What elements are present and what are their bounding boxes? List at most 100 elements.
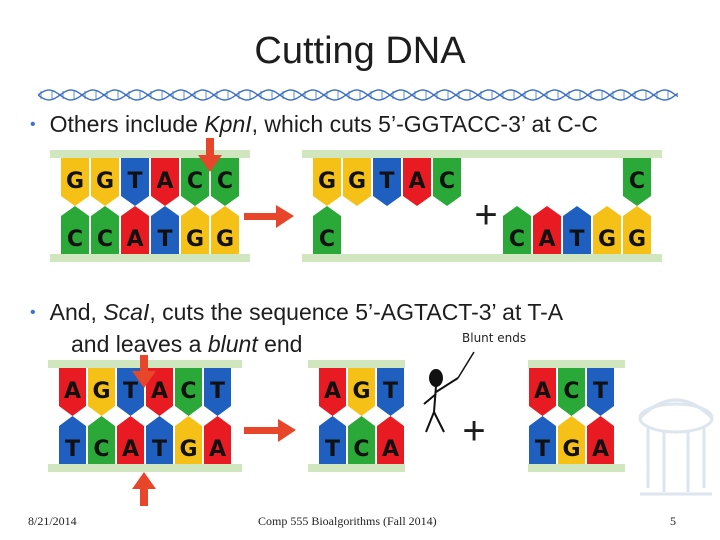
base-letter: T <box>127 169 142 194</box>
base-letter: C <box>187 169 203 194</box>
dna-backbone <box>472 254 662 262</box>
base-block-c <box>61 206 89 254</box>
base-letter: G <box>562 437 580 462</box>
base-block-a <box>121 206 149 254</box>
base-letter: G <box>352 379 370 404</box>
base-letter: G <box>318 169 336 194</box>
base-block-t <box>59 416 86 464</box>
base-letter: C <box>67 227 83 252</box>
base-letter: C <box>97 227 113 252</box>
base-block-a <box>117 416 144 464</box>
base-letter: A <box>156 169 173 194</box>
cut-site-arrow-scai-top <box>132 355 156 388</box>
base-block-g <box>181 206 209 254</box>
unc-old-well-logo-icon <box>638 398 714 496</box>
base-letter: A <box>209 437 226 462</box>
base-letter: A <box>64 379 81 404</box>
base-block-c <box>88 416 115 464</box>
base-block-a <box>59 368 86 416</box>
base-letter: C <box>217 169 233 194</box>
plus-sign-kpni: + <box>474 193 497 237</box>
base-block-t <box>319 416 346 464</box>
base-block-g <box>91 158 119 206</box>
blunt-term: blunt <box>207 331 258 357</box>
base-block-g <box>558 416 585 464</box>
base-letter: T <box>535 437 550 462</box>
dna-backbone <box>308 464 405 472</box>
base-letter: T <box>65 437 80 462</box>
base-letter: T <box>383 379 398 404</box>
base-letter: G <box>348 169 366 194</box>
base-letter: T <box>379 169 394 194</box>
base-letter: A <box>538 227 555 252</box>
base-letter: C <box>509 227 525 252</box>
base-block-g <box>313 158 341 206</box>
base-letter: T <box>325 437 340 462</box>
dna-backbone <box>302 254 492 262</box>
base-letter: T <box>593 379 608 404</box>
base-block-c <box>433 158 461 206</box>
base-block-c <box>211 158 239 206</box>
base-block-g <box>343 158 371 206</box>
base-letter: T <box>157 227 172 252</box>
plus-sign-scai: + <box>462 409 485 453</box>
base-letter: T <box>152 437 167 462</box>
enzyme-scai: ScaI <box>103 299 150 325</box>
dna-backbone <box>48 464 242 472</box>
base-block-t <box>587 368 614 416</box>
base-block-t <box>373 158 401 206</box>
base-letter: T <box>569 227 584 252</box>
base-letter: A <box>534 379 551 404</box>
base-block-a <box>529 368 556 416</box>
base-block-t <box>121 158 149 206</box>
dna-backbone <box>302 150 492 158</box>
base-block-c <box>91 206 119 254</box>
base-letter: G <box>92 379 110 404</box>
footer-course: Comp 555 Bioalgorithms (Fall 2014) <box>258 514 437 528</box>
base-block-a <box>377 416 404 464</box>
bullet-kpni: •Others include KpnI, which cuts 5’-GGTA… <box>30 111 598 137</box>
base-letter: G <box>628 227 646 252</box>
base-block-g <box>348 368 375 416</box>
dna-backbone <box>528 360 625 368</box>
dna-backbone <box>308 360 405 368</box>
bullet-dot-icon: • <box>30 304 36 321</box>
dna-backbone <box>50 254 250 262</box>
base-letter: A <box>408 169 425 194</box>
base-block-a <box>151 158 179 206</box>
base-block-g <box>593 206 621 254</box>
base-block-a <box>204 416 231 464</box>
base-letter: G <box>186 227 204 252</box>
base-block-c <box>558 368 585 416</box>
base-block-c <box>348 416 375 464</box>
base-letter: C <box>319 227 335 252</box>
base-block-t <box>146 416 173 464</box>
base-letter: A <box>592 437 609 462</box>
base-block-a <box>587 416 614 464</box>
cut-site-arrow-kpni <box>198 138 222 172</box>
base-letter: C <box>439 169 455 194</box>
base-block-g <box>211 206 239 254</box>
footer-date: 8/21/2014 <box>28 514 77 528</box>
base-letter: G <box>96 169 114 194</box>
base-block-c <box>313 206 341 254</box>
base-block-t <box>151 206 179 254</box>
base-block-t <box>204 368 231 416</box>
bullet-scai: •And, ScaI, cuts the sequence 5’-AGTACT-… <box>30 299 564 357</box>
dna-helix-divider <box>38 89 678 101</box>
base-letter: T <box>123 379 138 404</box>
base-block-g <box>623 206 651 254</box>
base-block-g <box>88 368 115 416</box>
base-letter: C <box>563 379 579 404</box>
base-block-a <box>533 206 561 254</box>
base-block-a <box>403 158 431 206</box>
base-block-c <box>175 368 202 416</box>
reaction-arrow-kpni <box>244 205 294 228</box>
base-letter: A <box>122 437 139 462</box>
base-block-g <box>175 416 202 464</box>
